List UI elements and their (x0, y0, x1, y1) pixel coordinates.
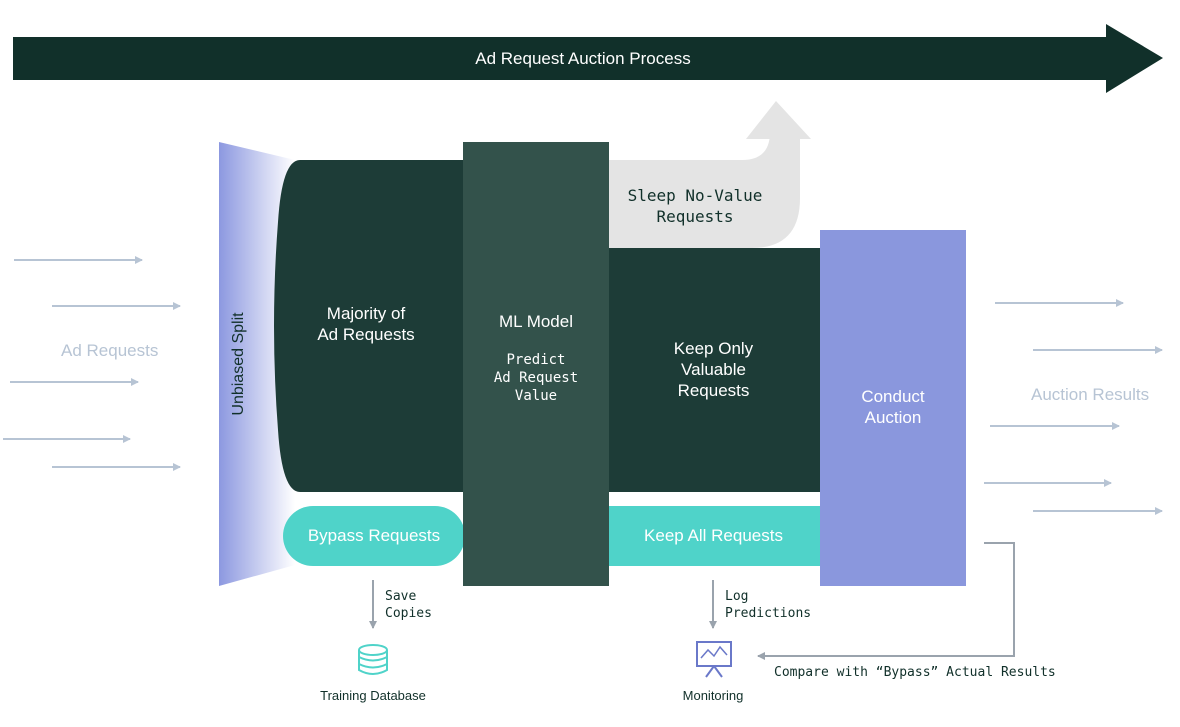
keep-valuable-line1: Keep Only (673, 339, 754, 358)
keep-valuable-label: Keep Only Valuable Requests (607, 338, 820, 401)
ml-model-title: ML Model (498, 312, 573, 331)
keep-valuable-line2: Valuable (681, 360, 746, 379)
auction-label-line1: Conduct (861, 387, 925, 406)
bypass-label: Bypass Requests (307, 526, 441, 545)
ad-requests-label: Ad Requests (61, 341, 159, 360)
unbiased-split-label: Unbiased Split (230, 312, 247, 416)
ml-model-sub-line3: Value (514, 388, 558, 404)
keep-valuable-line3: Requests (677, 381, 750, 400)
save-copies-line2: Copies (385, 606, 432, 621)
save-copies-label: Save Copies (385, 588, 432, 622)
monitoring-label: Monitoring (682, 687, 744, 703)
sleep-arrow (609, 101, 811, 248)
majority-label: Majority of Ad Requests (292, 303, 440, 345)
log-predictions-line1: Log (725, 589, 749, 604)
database-icon (358, 644, 388, 675)
sleep-label-line2: Requests (656, 207, 734, 226)
compare-connector (757, 542, 1015, 660)
process-arrow (13, 24, 1163, 93)
sleep-label: Sleep No-Value Requests (612, 185, 778, 227)
majority-band (274, 160, 463, 492)
auction-label: Conduct Auction (820, 386, 966, 428)
incoming-request-arrows (3, 256, 181, 471)
log-predictions-label: Log Predictions (725, 588, 811, 622)
process-title: Ad Request Auction Process (475, 48, 691, 68)
bypass-band (283, 506, 465, 566)
keep-all-label: Keep All Requests (644, 526, 783, 545)
auction-result-arrows (984, 299, 1163, 515)
keep-all-band (607, 506, 822, 566)
ml-model-column (463, 142, 609, 586)
save-copies-line1: Save (385, 589, 417, 604)
monitoring-icon (696, 641, 732, 678)
ml-model-sub-line2: Ad Request (493, 370, 579, 386)
training-database-label: Training Database (320, 687, 426, 703)
keep-valuable-band (607, 248, 822, 492)
ml-model-subtitle: Predict Ad Request Value (463, 351, 609, 405)
compare-label: Compare with “Bypass” Actual Results (774, 665, 1056, 680)
sleep-label-line1: Sleep No-Value (627, 186, 763, 205)
majority-label-line1: Majority of (326, 304, 406, 323)
ml-model-sub-line1: Predict (506, 352, 566, 368)
auction-label-line2: Auction (864, 408, 922, 427)
auction-results-label: Auction Results (1031, 385, 1150, 404)
auction-box (820, 230, 966, 586)
log-predictions-line2: Predictions (725, 606, 812, 621)
majority-label-line2: Ad Requests (317, 325, 415, 344)
